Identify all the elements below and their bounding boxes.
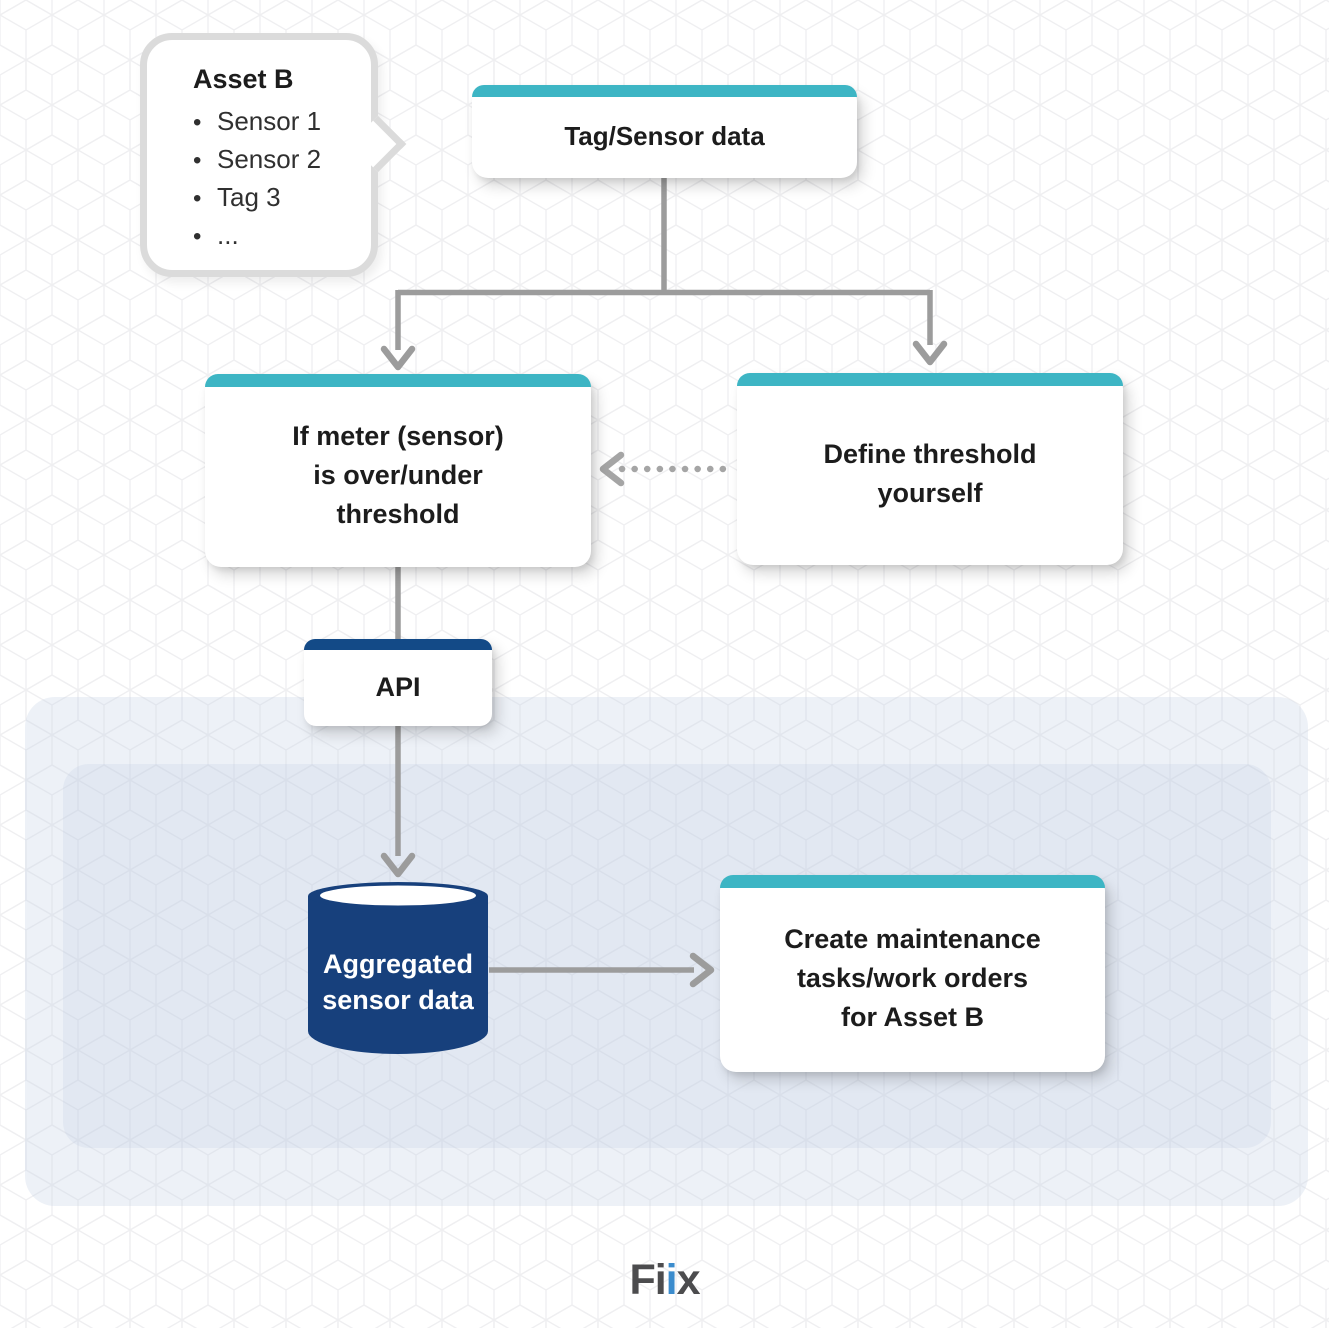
arrow-to-threshold-check xyxy=(380,290,416,371)
node-define-threshold: Define threshold yourself xyxy=(737,373,1123,565)
arrow-api-to-database xyxy=(380,724,416,878)
database-label: Aggregated sensor data xyxy=(322,949,474,1015)
card-accent-bar xyxy=(720,875,1105,888)
card-accent-bar xyxy=(304,639,492,650)
callout-item: •Tag 3 xyxy=(193,179,371,217)
node-label: API xyxy=(375,672,421,702)
card-accent-bar xyxy=(472,85,857,97)
asset-b-callout: Asset B •Sensor 1 •Sensor 2 •Tag 3 •... xyxy=(140,33,407,277)
node-label: If meter (sensor) is over/under threshol… xyxy=(292,421,504,529)
bullet-icon: • xyxy=(193,223,202,250)
callout-item: •Sensor 2 xyxy=(193,141,371,179)
node-threshold-check: If meter (sensor) is over/under threshol… xyxy=(205,374,591,567)
arrow-to-define-threshold xyxy=(912,290,948,366)
card-accent-bar xyxy=(737,373,1123,386)
node-create-work-orders: Create maintenance tasks/work orders for… xyxy=(720,875,1105,1072)
connector-tag-to-branches xyxy=(398,178,930,296)
database-cylinder-icon xyxy=(308,882,488,1054)
node-api: API xyxy=(304,639,492,726)
bullet-icon: • xyxy=(193,109,202,136)
node-label: Define threshold yourself xyxy=(823,439,1037,508)
card-accent-bar xyxy=(205,374,591,387)
bullet-icon: • xyxy=(193,147,202,174)
dashed-arrow-define-to-check xyxy=(599,451,730,487)
callout-title: Asset B xyxy=(193,64,294,94)
node-label: Create maintenance tasks/work orders for… xyxy=(784,924,1041,1032)
fiix-logo: Fiix xyxy=(629,1256,700,1304)
node-label: Tag/Sensor data xyxy=(564,121,765,151)
callout-item: •Sensor 1 xyxy=(193,103,371,141)
node-tag-sensor-data: Tag/Sensor data xyxy=(472,85,857,178)
arrow-database-to-create xyxy=(489,952,715,988)
callout-item: •... xyxy=(193,217,371,255)
bullet-icon: • xyxy=(193,185,202,212)
